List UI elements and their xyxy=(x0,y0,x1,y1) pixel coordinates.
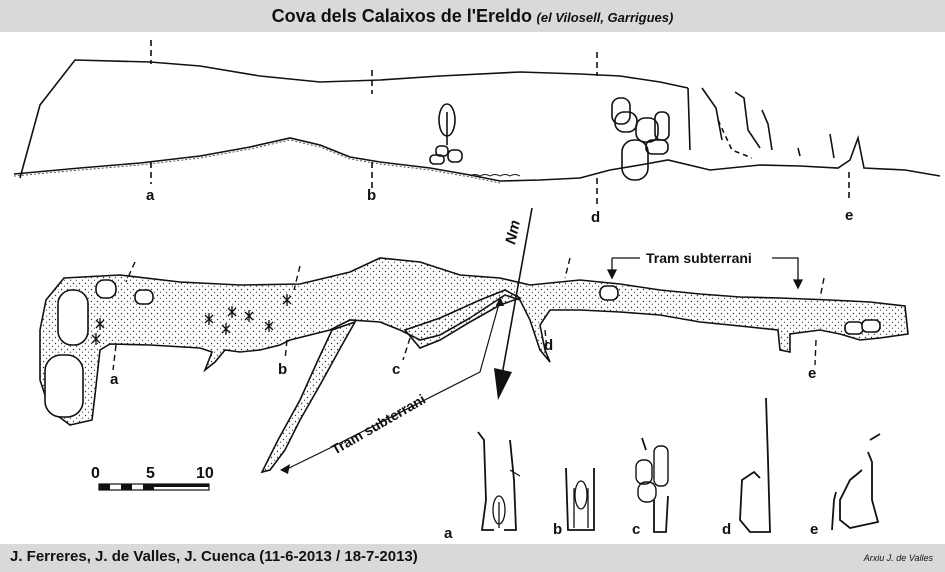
cross-section-label-c: c xyxy=(632,521,640,538)
title-bar: Cova dels Calaixos de l'Ereldo (el Vilos… xyxy=(0,0,945,32)
boulder xyxy=(645,139,669,155)
cross-section-c xyxy=(635,437,669,533)
formation-symbols xyxy=(91,294,292,345)
plan-label-d: d xyxy=(544,337,553,354)
footer-bar: J. Ferreres, J. de Valles, J. Cuenca (11… xyxy=(0,544,945,572)
formation-icon xyxy=(204,313,214,325)
boulder xyxy=(95,279,117,299)
profile-ceiling-line xyxy=(19,59,689,179)
plan-left-branch xyxy=(260,320,357,474)
tram-label-left: Tram subterrani xyxy=(329,391,429,458)
cross-sections xyxy=(477,397,881,533)
longitudinal-profile xyxy=(13,40,941,206)
plan-view xyxy=(39,257,909,474)
profile-label-b: b xyxy=(367,187,376,204)
plan-label-a: a xyxy=(110,371,119,388)
profile-floor-line xyxy=(13,135,941,182)
cross-section-d xyxy=(739,397,771,533)
plan-main-passage xyxy=(39,257,909,426)
cross-section-b xyxy=(565,467,595,531)
profile-label-a: a xyxy=(146,187,155,204)
scale-tick-0: 0 xyxy=(91,465,100,482)
formation-icon xyxy=(91,333,101,345)
boulder xyxy=(635,459,653,485)
boulder xyxy=(861,319,881,333)
boulder xyxy=(57,289,89,346)
boulder xyxy=(653,445,669,487)
plan-label-e: e xyxy=(808,365,816,382)
formation-icon xyxy=(227,306,237,318)
profile-floor-sediment xyxy=(13,139,501,184)
formation-icon xyxy=(244,310,254,322)
boulder xyxy=(44,354,84,418)
boulder xyxy=(134,289,154,305)
profile-dashed-wall xyxy=(717,119,753,159)
scale-tick-10: 10 xyxy=(196,465,214,482)
scale-bar xyxy=(98,483,210,491)
boulder xyxy=(447,149,463,163)
cross-section-label-d: d xyxy=(722,521,731,538)
tram-leader-left xyxy=(284,299,501,471)
plan-section-ticks xyxy=(112,257,825,371)
boulder xyxy=(637,481,657,503)
boulder xyxy=(429,154,445,165)
profile-label-e: e xyxy=(845,207,853,224)
scale-tick-5: 5 xyxy=(146,465,155,482)
cross-section-label-b: b xyxy=(553,521,562,538)
profile-gravel xyxy=(469,174,521,177)
boulder xyxy=(844,321,864,335)
profile-label-d: d xyxy=(591,209,600,226)
tree-icon xyxy=(574,480,588,510)
boulder xyxy=(599,285,619,301)
plan-right-branch xyxy=(403,289,522,349)
footer-archive: Arxiu J. de Valles xyxy=(863,553,933,563)
cross-section-e xyxy=(831,433,881,531)
boulder xyxy=(621,139,649,181)
profile-right-walls xyxy=(687,87,835,159)
cross-section-label-e: e xyxy=(810,521,818,538)
boulder xyxy=(611,97,631,125)
north-arrow xyxy=(494,207,533,400)
boulder xyxy=(614,111,638,133)
footer-authors: J. Ferreres, J. de Valles, J. Cuenca (11… xyxy=(10,548,418,565)
cross-section-a xyxy=(477,431,521,531)
tram-label-top: Tram subterrani xyxy=(646,250,752,266)
north-label: Nm xyxy=(502,219,524,246)
formation-icon xyxy=(95,318,105,330)
page-subtitle: (el Vilosell, Garrigues) xyxy=(536,10,674,25)
tram-bracket-top xyxy=(606,257,804,290)
formation-icon xyxy=(221,323,231,335)
plan-label-c: c xyxy=(392,361,400,378)
plan-label-b: b xyxy=(278,361,287,378)
formation-icon xyxy=(282,294,292,306)
page-title: Cova dels Calaixos de l'Ereldo xyxy=(271,6,533,26)
formation-icon xyxy=(264,320,274,332)
cross-section-label-a: a xyxy=(444,525,453,542)
